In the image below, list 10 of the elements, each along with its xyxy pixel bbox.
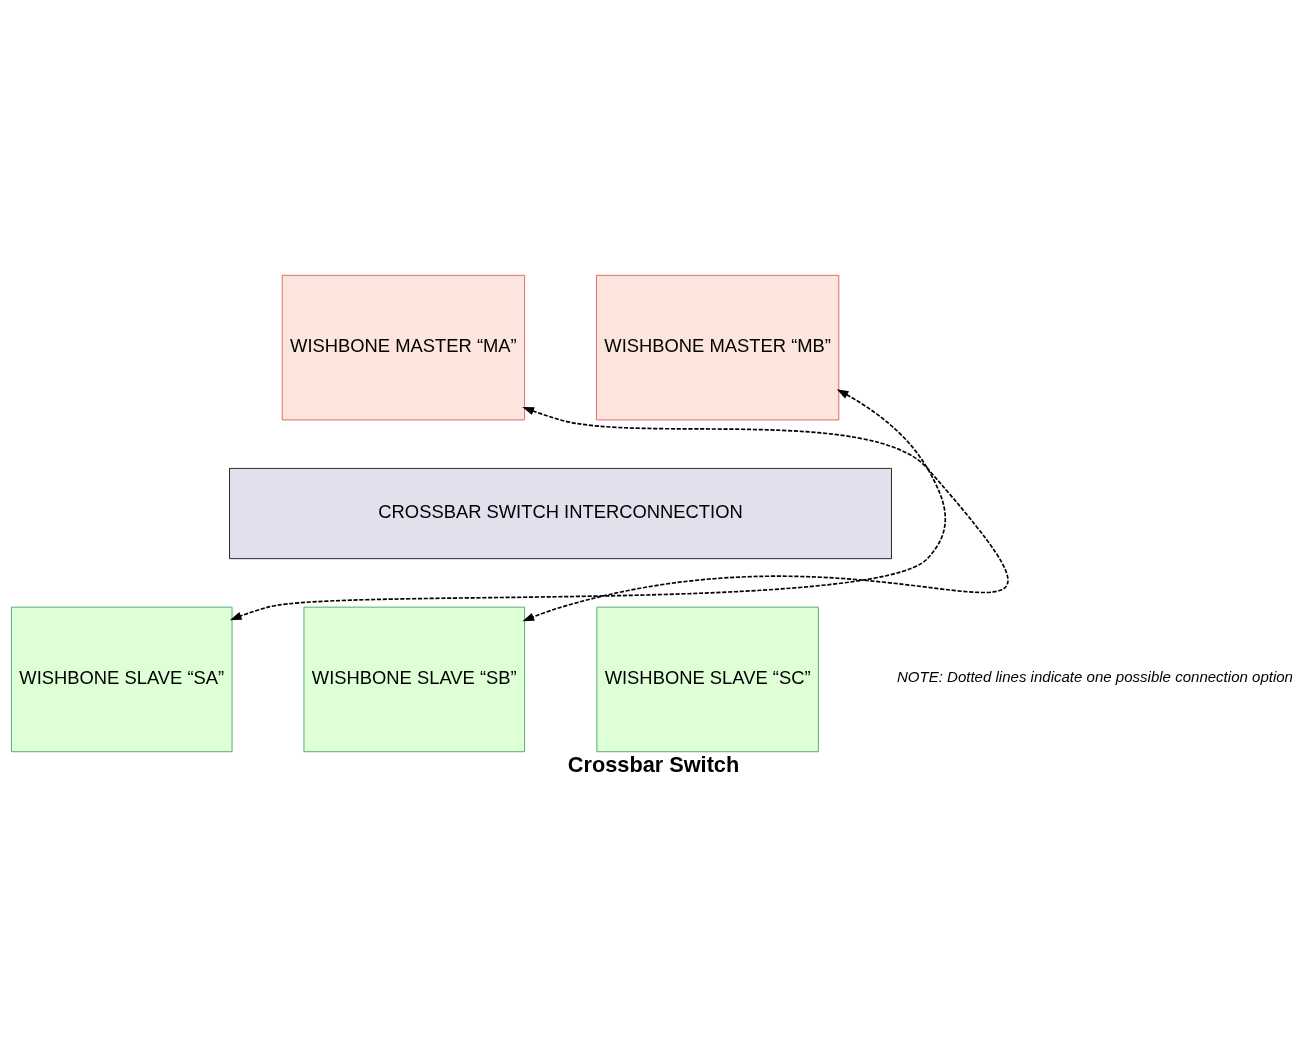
node-box: WISHBONE MASTER “MB” <box>596 274 840 421</box>
arrow <box>229 389 947 621</box>
caption: Crossbar Switch <box>567 751 740 777</box>
node-box: WISHBONE SLAVE “SA” <box>11 606 233 753</box>
node-box: CROSSBAR SWITCH INTERCONNECTION <box>229 468 892 560</box>
node-box: WISHBONE MASTER “MA” <box>281 274 525 421</box>
node-box: WISHBONE SLAVE “SC” <box>596 606 819 753</box>
node-box: WISHBONE SLAVE “SB” <box>303 606 525 753</box>
arrow <box>522 406 1009 622</box>
label: NOTE: Dotted lines indicate one possible connection option <box>896 668 1293 686</box>
